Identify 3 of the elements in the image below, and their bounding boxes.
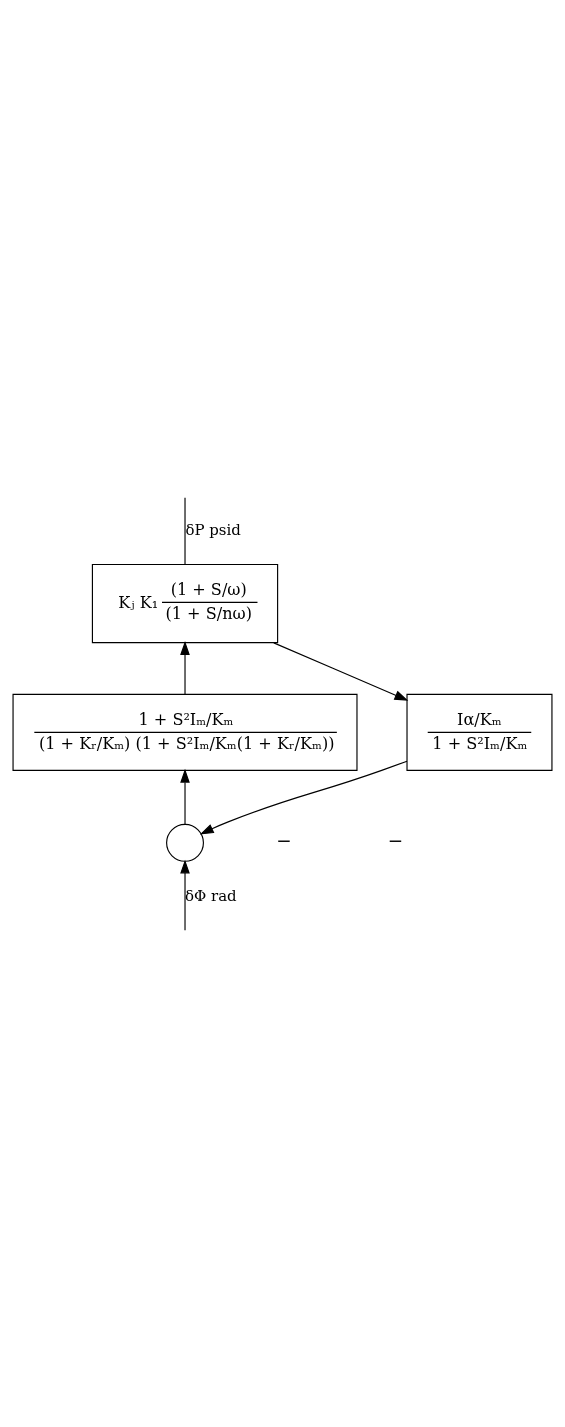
label: − (276, 829, 292, 851)
edge-label: δP psid (185, 520, 241, 539)
label: − (387, 829, 404, 851)
